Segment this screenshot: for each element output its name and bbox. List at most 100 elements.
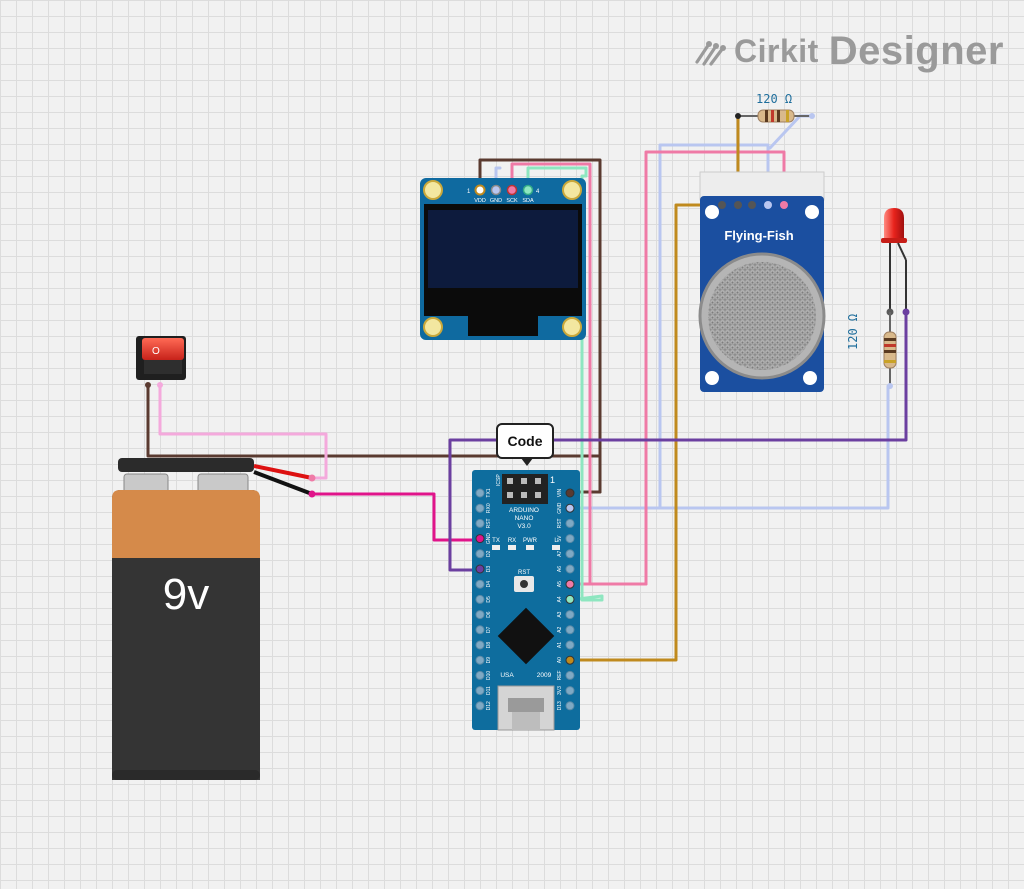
nano-pin-label-right-9: A2 xyxy=(557,627,563,633)
nano-pin-5v-r[interactable] xyxy=(565,534,575,544)
wire-lightpink-switch[interactable] xyxy=(158,383,328,480)
nano-pin-label-left-11: D9 xyxy=(486,657,492,664)
nano-pin-label-left-7: D5 xyxy=(486,596,492,603)
nano-pin-label-left-12: D10 xyxy=(486,671,492,680)
nano-pin-rst-r[interactable] xyxy=(565,518,575,528)
nano-pin-d11[interactable] xyxy=(475,686,485,696)
nano-pin-3v3-r[interactable] xyxy=(565,686,575,696)
nano-pin-gnd-r[interactable] xyxy=(565,503,575,513)
nano-pin-rx0[interactable] xyxy=(475,503,485,513)
nano-pin-label-left-2: RST xyxy=(486,518,492,528)
nano-pin-label-right-4: A7 xyxy=(557,551,563,557)
nano-pin-label-right-10: A1 xyxy=(557,642,563,648)
svg-text:O: O xyxy=(152,346,160,357)
nano-pin-d2[interactable] xyxy=(475,549,485,559)
nano-pin1-label: 1 xyxy=(550,475,555,485)
nano-led-pwr: PWR xyxy=(523,538,538,544)
resistor-led-label: 120 Ω xyxy=(846,313,860,350)
nano-pin-a3-r[interactable] xyxy=(565,610,575,620)
nano-pin-gnd[interactable] xyxy=(475,534,485,544)
nano-pin-label-left-5: D3 xyxy=(486,566,492,573)
nano-title-line-1: ARDUINO xyxy=(509,507,539,514)
nano-pin-a1-r[interactable] xyxy=(565,640,575,650)
rocker-switch[interactable]: O xyxy=(136,336,186,388)
nano-pin-label-left-4: D2 xyxy=(486,550,492,557)
battery-negative-terminal[interactable] xyxy=(308,490,316,498)
wire-lightblue-resistor-led[interactable] xyxy=(658,384,890,510)
sensor-title: Flying-Fish xyxy=(724,228,793,243)
nano-pin-label-left-6: D4 xyxy=(486,581,492,588)
nano-pin-label-right-2: RST xyxy=(557,518,563,528)
nano-pin-label-left-9: D7 xyxy=(486,626,492,633)
nano-pin-d7[interactable] xyxy=(475,625,485,635)
wire-mint-oled-sda[interactable] xyxy=(526,166,604,602)
sensor-mesh xyxy=(708,262,816,370)
nano-pin-d13-r[interactable] xyxy=(565,701,575,711)
nano-led-l: L xyxy=(554,538,558,544)
nano-pin-label-left-0: TX1 xyxy=(486,488,492,497)
resistor-led[interactable] xyxy=(883,312,897,389)
code-button[interactable]: Code xyxy=(496,423,554,466)
wire-brown-switch[interactable] xyxy=(146,383,602,494)
nano-pin-d4[interactable] xyxy=(475,579,485,589)
nano-pin-rst[interactable] xyxy=(475,518,485,528)
nano-pin-label-right-1: GND xyxy=(557,502,563,514)
nano-pin-d3[interactable] xyxy=(475,564,485,574)
nano-pin-label-left-10: D8 xyxy=(486,642,492,649)
oled-display[interactable] xyxy=(420,178,586,340)
nano-pin-d6[interactable] xyxy=(475,610,485,620)
nano-icsp-label: ICSP xyxy=(496,474,502,486)
nano-pin-label-right-13: 3V3 xyxy=(557,686,563,695)
resistor-top[interactable] xyxy=(735,109,815,123)
oled-pin-sda-label: SDA xyxy=(522,198,534,204)
nano-pin-label-right-7: A4 xyxy=(557,596,563,602)
brand-name-part2: Designer xyxy=(828,28,1004,73)
cirkit-logo-icon xyxy=(695,41,726,66)
nano-pin-label-right-12: REF xyxy=(557,670,563,680)
nano-pin-d5[interactable] xyxy=(475,594,485,604)
oled-pin-gnd-label: GND xyxy=(490,198,502,204)
nano-pin-a5-r[interactable] xyxy=(565,579,575,589)
nano-title-line-3: V3.0 xyxy=(517,523,531,530)
nano-pin-d9[interactable] xyxy=(475,655,485,665)
resistor-top-label: 120 Ω xyxy=(756,92,793,106)
battery-positive-terminal[interactable] xyxy=(308,474,316,482)
nano-rst-label: RST xyxy=(518,570,530,576)
battery-9v[interactable] xyxy=(112,458,316,780)
nano-pin-a2-r[interactable] xyxy=(565,625,575,635)
gas-sensor-module[interactable] xyxy=(698,171,826,392)
battery-label: 9v xyxy=(162,570,210,619)
nano-pin-a0-r[interactable] xyxy=(565,655,575,665)
nano-pin-label-left-8: D6 xyxy=(486,611,492,618)
nano-pin-label-right-11: A0 xyxy=(557,657,563,663)
nano-pin-a4-r[interactable] xyxy=(565,594,575,604)
nano-pin-label-right-6: A5 xyxy=(557,581,563,587)
nano-pin-ref-r[interactable] xyxy=(565,670,575,680)
nano-led-rx: RX xyxy=(508,538,516,544)
oled-screen xyxy=(428,210,578,288)
nano-pin-d12[interactable] xyxy=(475,701,485,711)
nano-pin-a6-r[interactable] xyxy=(565,564,575,574)
wire-gold-sensor-ao[interactable] xyxy=(568,203,714,662)
nano-pin-a7-r[interactable] xyxy=(565,549,575,559)
wire-purple-led[interactable] xyxy=(448,310,908,572)
nano-pin-tx1[interactable] xyxy=(475,488,485,498)
nano-pin-label-right-8: A3 xyxy=(557,611,563,617)
brand-name-part1: Cirkit xyxy=(734,32,819,69)
wire-magenta-battery[interactable] xyxy=(310,492,482,542)
oled-pin-vdd-label: VDD xyxy=(474,198,486,204)
led-red[interactable] xyxy=(881,208,910,316)
nano-pin-label-left-3: GND xyxy=(486,533,492,545)
oled-pin-index-first: 1 xyxy=(467,189,471,195)
nano-pin-d8[interactable] xyxy=(475,640,485,650)
nano-led-tx: TX xyxy=(492,538,500,544)
nano-pin-d10[interactable] xyxy=(475,670,485,680)
nano-pin-vin-r[interactable] xyxy=(565,488,575,498)
nano-title-line-2: NANO xyxy=(515,515,534,522)
nano-pin-label-left-1: RX0 xyxy=(486,503,492,513)
wire-lightblue-gnd-bus[interactable] xyxy=(568,143,770,510)
